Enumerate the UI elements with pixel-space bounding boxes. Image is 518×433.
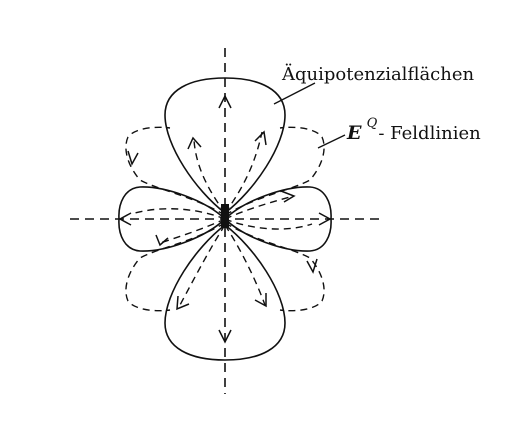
field-line-leader-line (317, 134, 346, 149)
equipotential-lobe-bottom (164, 223, 286, 361)
arrowhead (318, 212, 332, 226)
field-suffix: - Feldlinien (378, 123, 481, 144)
arrowhead (118, 212, 132, 226)
field-line-outer-top-left (125, 126, 226, 216)
arrowhead (280, 190, 296, 203)
field-line-inner-top-right (224, 131, 263, 214)
arrowhead (155, 234, 169, 247)
equipotential-leader-line (273, 82, 316, 105)
arrowhead (254, 130, 267, 146)
arrowhead (176, 295, 190, 311)
arrowhead (218, 329, 232, 344)
arrowhead (254, 293, 267, 308)
charge-center-marker (221, 204, 229, 228)
field-line-inner-top-left (193, 139, 226, 214)
field-line-outer-bottom-left (125, 222, 226, 312)
field-line-inner-bottom-right (224, 224, 266, 306)
arrowhead (306, 258, 318, 274)
field-lines-label: E Q - Feldlinien (346, 112, 481, 144)
equipotential-lobe-top (164, 77, 286, 215)
arrowhead (187, 136, 202, 150)
field-line-outer-bottom-right (224, 222, 325, 312)
field-line-inner-left-upper (134, 208, 226, 220)
arrowhead (218, 94, 232, 109)
field-line-inner-bottom-left (179, 224, 226, 306)
equipotential-label: Äquipotenzialflächen (281, 62, 475, 85)
field-line-outer-top-right (224, 126, 325, 216)
field-symbol: E (346, 122, 362, 144)
field-line-inner-right-lower (224, 218, 313, 230)
field-line-inner-right-upper (224, 196, 291, 220)
arrowhead (127, 150, 139, 166)
field-line-inner-left-lower (159, 218, 226, 244)
field-superscript: Q (367, 116, 378, 131)
